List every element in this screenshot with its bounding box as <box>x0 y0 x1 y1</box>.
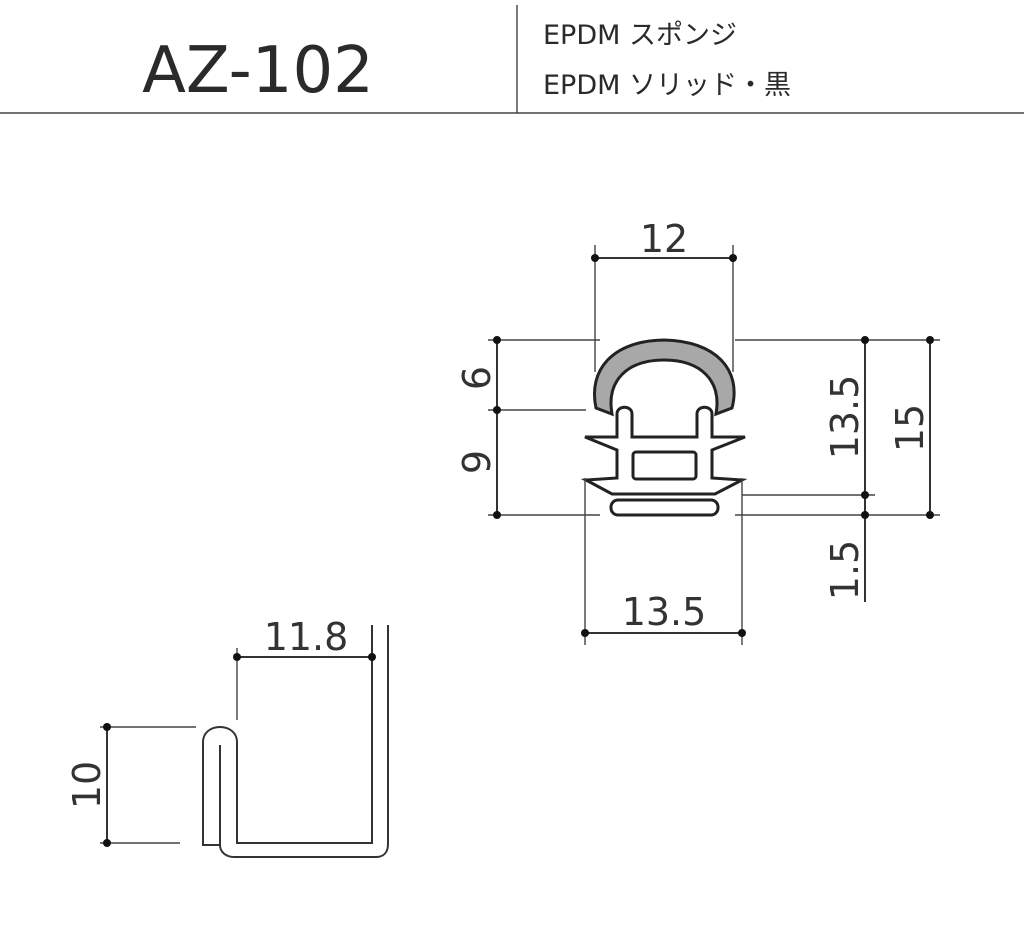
material-line-1: EPDM スポンジ <box>543 20 737 51</box>
base-plate <box>609 498 720 517</box>
part-number: AZ-102 <box>142 34 374 108</box>
dimension-right-heights: 13.5 15 1.5 <box>735 336 940 602</box>
dim-clip-height-label: 10 <box>65 761 109 809</box>
dimension-bottom-width: 13.5 <box>581 478 746 645</box>
sponge-bulb <box>593 338 736 417</box>
dim-upper-height-label: 6 <box>455 366 499 390</box>
dimension-left-heights: 6 9 <box>455 336 600 519</box>
material-line-2: EPDM ソリッド・黒 <box>543 70 791 101</box>
seal-profile <box>580 338 748 517</box>
dimension-clip-height: 10 <box>65 723 196 847</box>
dim-bottom-width-label: 13.5 <box>622 590 707 634</box>
hollow-chamber <box>631 450 698 481</box>
dim-total-height-label: 15 <box>888 404 932 452</box>
dim-top-width-label: 12 <box>640 217 688 261</box>
dim-body-height-label: 13.5 <box>823 375 867 460</box>
clip-profile <box>202 625 389 858</box>
dim-base-thickness-label: 1.5 <box>823 540 867 600</box>
dim-clip-width-label: 11.8 <box>264 615 349 659</box>
dimension-clip-width: 11.8 <box>233 615 376 720</box>
dim-lower-height-label: 9 <box>455 450 499 474</box>
title-block: AZ-102 EPDM スポンジ EPDM ソリッド・黒 <box>0 5 1024 114</box>
dimension-top-width: 12 <box>591 217 737 372</box>
